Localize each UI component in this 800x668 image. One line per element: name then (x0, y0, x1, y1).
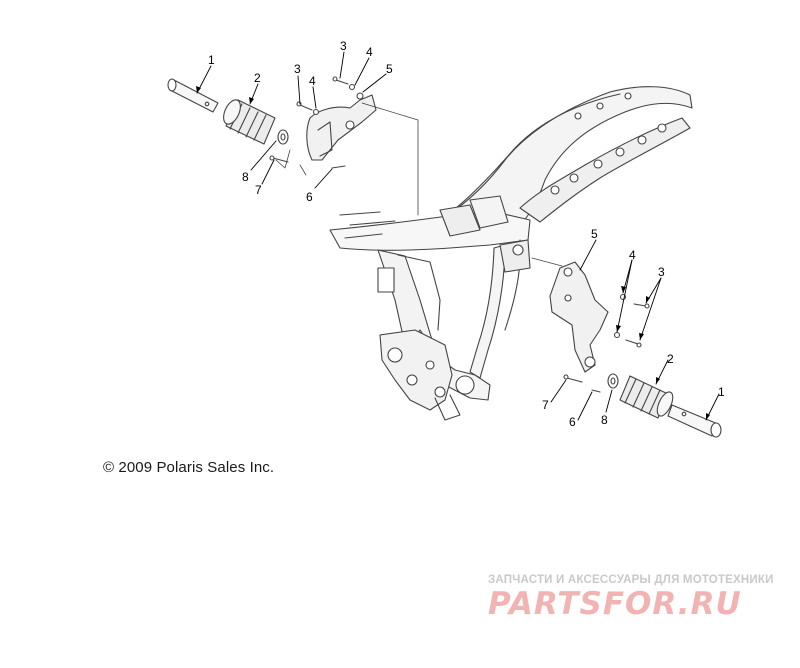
callout-numbers: 1 2 3 4 3 4 5 8 7 6 5 4 3 2 1 7 6 8 (208, 39, 725, 429)
bracket-right (549, 261, 609, 373)
callout-right-3: 3 (658, 265, 665, 279)
callout-mid-4: 4 (366, 45, 373, 59)
callout-right-7: 7 (542, 398, 549, 412)
washer-right (607, 373, 619, 389)
callout-mid-3: 3 (340, 39, 347, 53)
callout-right-6: 6 (569, 415, 576, 429)
watermark-logo: PARTSFOR.RU (488, 586, 742, 622)
watermark-tagline: ЗАПЧАСТИ И АКСЕССУАРЫ ДЛЯ МОТОТЕХНИКИ (488, 574, 774, 586)
callout-left-5: 5 (386, 62, 393, 76)
callout-right-5: 5 (591, 227, 598, 241)
left-footpeg-assembly (167, 76, 419, 216)
callout-right-4: 4 (629, 248, 636, 262)
pin-right (667, 404, 719, 437)
callout-right-2: 2 (667, 352, 674, 366)
callout-left-4: 4 (309, 74, 316, 88)
callout-left-2: 2 (254, 71, 261, 85)
bracket-left (306, 94, 377, 161)
clevis-pin-left (272, 157, 289, 163)
callout-left-7: 7 (255, 183, 262, 197)
copyright-notice: © 2009 Polaris Sales Inc. (103, 459, 275, 476)
callout-right-1: 1 (718, 385, 725, 399)
motorcycle-frame (329, 86, 693, 421)
callout-left-6: 6 (306, 190, 313, 204)
callout-left-3: 3 (294, 62, 301, 76)
leader-arrowheads (196, 86, 710, 420)
pin-left (169, 79, 219, 113)
right-footpeg-assembly (531, 257, 722, 438)
washer-left (277, 129, 289, 145)
callout-left-1: 1 (208, 53, 215, 67)
callout-right-8: 8 (601, 413, 608, 427)
callout-left-8: 8 (242, 170, 249, 184)
